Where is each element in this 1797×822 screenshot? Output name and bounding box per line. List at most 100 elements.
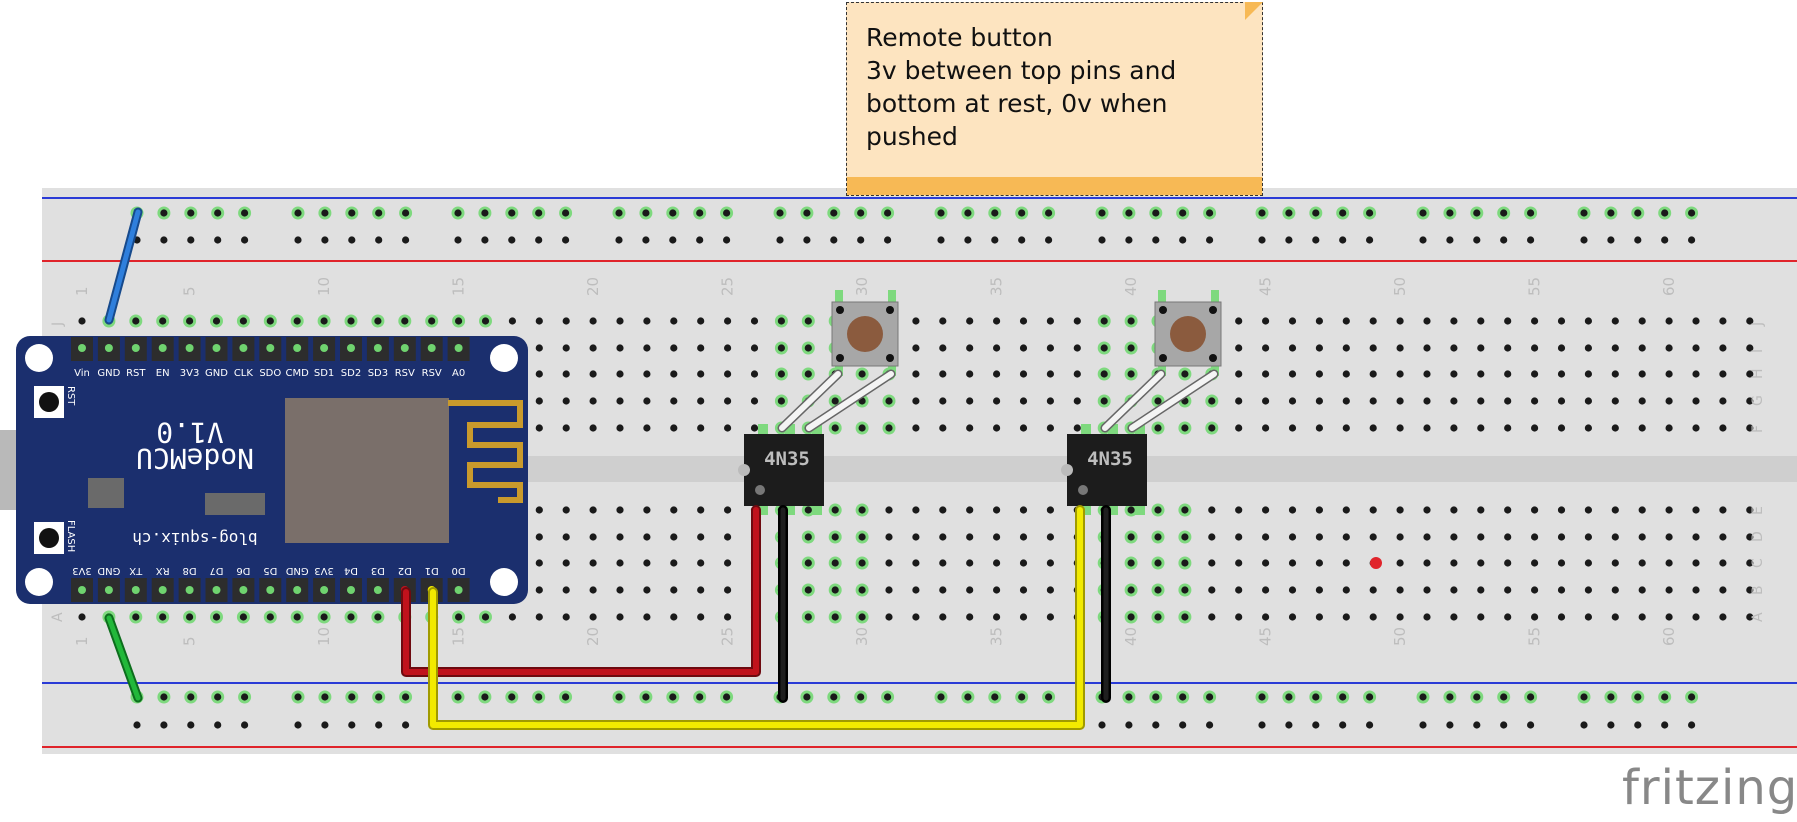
pin-dot	[212, 586, 221, 594]
rail-hole	[776, 209, 784, 217]
hole	[993, 344, 1001, 352]
note[interactable]: Remote button 3v between top pins and bo…	[846, 2, 1263, 196]
pin-label: D4	[344, 565, 358, 576]
hole	[885, 424, 893, 432]
rail-hole	[214, 209, 222, 217]
rail-hole	[1500, 236, 1508, 244]
hole	[1450, 586, 1458, 594]
hole	[1073, 317, 1081, 325]
hole	[912, 370, 920, 378]
hole	[1342, 317, 1350, 325]
hole	[455, 317, 463, 325]
hole	[1046, 586, 1054, 594]
hole	[1342, 613, 1350, 621]
rail-hole	[1419, 721, 1427, 729]
hole	[1100, 370, 1108, 378]
hole	[1046, 397, 1054, 405]
pin-label: 3V3	[180, 368, 200, 379]
rail-hole	[187, 209, 195, 217]
hole	[347, 613, 355, 621]
hole	[78, 613, 86, 621]
hole	[1692, 424, 1700, 432]
hole	[1046, 317, 1054, 325]
hole	[1208, 533, 1216, 541]
rail-hole	[454, 209, 462, 217]
pin-dot	[131, 344, 140, 352]
hole	[1584, 344, 1592, 352]
note-resize-bar[interactable]	[847, 177, 1262, 195]
pin-label: Vin	[74, 368, 90, 379]
hole	[697, 317, 705, 325]
hole	[1288, 370, 1297, 378]
rail-hole	[1688, 236, 1696, 244]
rail-hole	[481, 236, 489, 244]
hole	[1531, 424, 1539, 432]
rail-hole	[1206, 693, 1214, 701]
rail-hole	[1446, 236, 1454, 244]
hole	[804, 370, 812, 378]
hole	[670, 424, 678, 432]
pushbutton-1[interactable]	[831, 290, 899, 376]
optocoupler-1: 4N35	[738, 424, 824, 515]
hole	[993, 424, 1001, 432]
pin-label: D2	[398, 565, 412, 576]
hole	[562, 424, 570, 432]
nodemcu-board: RST FLASH V1.0 NodeMCU blog-squix.ch Vin…	[0, 336, 528, 604]
hole	[1127, 613, 1135, 621]
rail-hole	[1419, 236, 1427, 244]
hole	[1611, 344, 1619, 352]
hole	[966, 559, 974, 567]
pin-dot	[320, 586, 329, 594]
hole	[1504, 370, 1512, 378]
breadboard-labels: 1155101015152020252530303535404045455050…	[50, 277, 1766, 646]
hole	[939, 370, 947, 378]
hole	[643, 586, 651, 594]
flash-button-label: FLASH	[65, 520, 76, 552]
hole	[670, 613, 678, 621]
column-label: 50	[1391, 627, 1409, 646]
rail-hole	[991, 209, 999, 217]
hole	[1584, 533, 1592, 541]
hole	[1504, 613, 1512, 621]
rail-hole	[1285, 721, 1293, 729]
hole	[1181, 424, 1189, 432]
nodemcu-model: NodeMCU	[136, 442, 254, 475]
hole	[1557, 344, 1566, 352]
hole	[616, 613, 624, 621]
rail-hole	[1339, 693, 1347, 701]
hole	[1611, 613, 1619, 621]
optocoupler-body	[744, 434, 824, 506]
hole	[1423, 506, 1431, 514]
mount-hole	[490, 568, 518, 596]
hole	[1611, 506, 1619, 514]
hole	[78, 317, 86, 325]
hole	[1423, 397, 1431, 405]
hole	[1342, 586, 1350, 594]
hole	[132, 613, 140, 621]
hole	[1423, 370, 1431, 378]
hole	[1127, 344, 1135, 352]
rail-hole	[723, 209, 731, 217]
hole	[643, 506, 651, 514]
hole	[562, 397, 570, 405]
nodemcu-version: V1.0	[156, 416, 223, 449]
hole	[858, 559, 866, 567]
hole	[1692, 317, 1700, 325]
column-label: 5	[181, 636, 199, 646]
hole	[1746, 424, 1754, 432]
hole	[1423, 559, 1431, 567]
hole	[1262, 533, 1270, 541]
column-label: 1	[73, 286, 91, 296]
hole	[1665, 533, 1673, 541]
hole	[1154, 397, 1162, 405]
note-line: bottom at rest, 0v when	[866, 89, 1168, 118]
hole	[697, 506, 705, 514]
hole	[1719, 424, 1727, 432]
rail-hole	[723, 236, 731, 244]
rail-hole	[696, 236, 704, 244]
hole	[401, 317, 409, 325]
hole	[1181, 506, 1189, 514]
pushbutton-2[interactable]	[1154, 290, 1222, 376]
hole	[697, 533, 705, 541]
pin-label: D5	[263, 565, 277, 576]
